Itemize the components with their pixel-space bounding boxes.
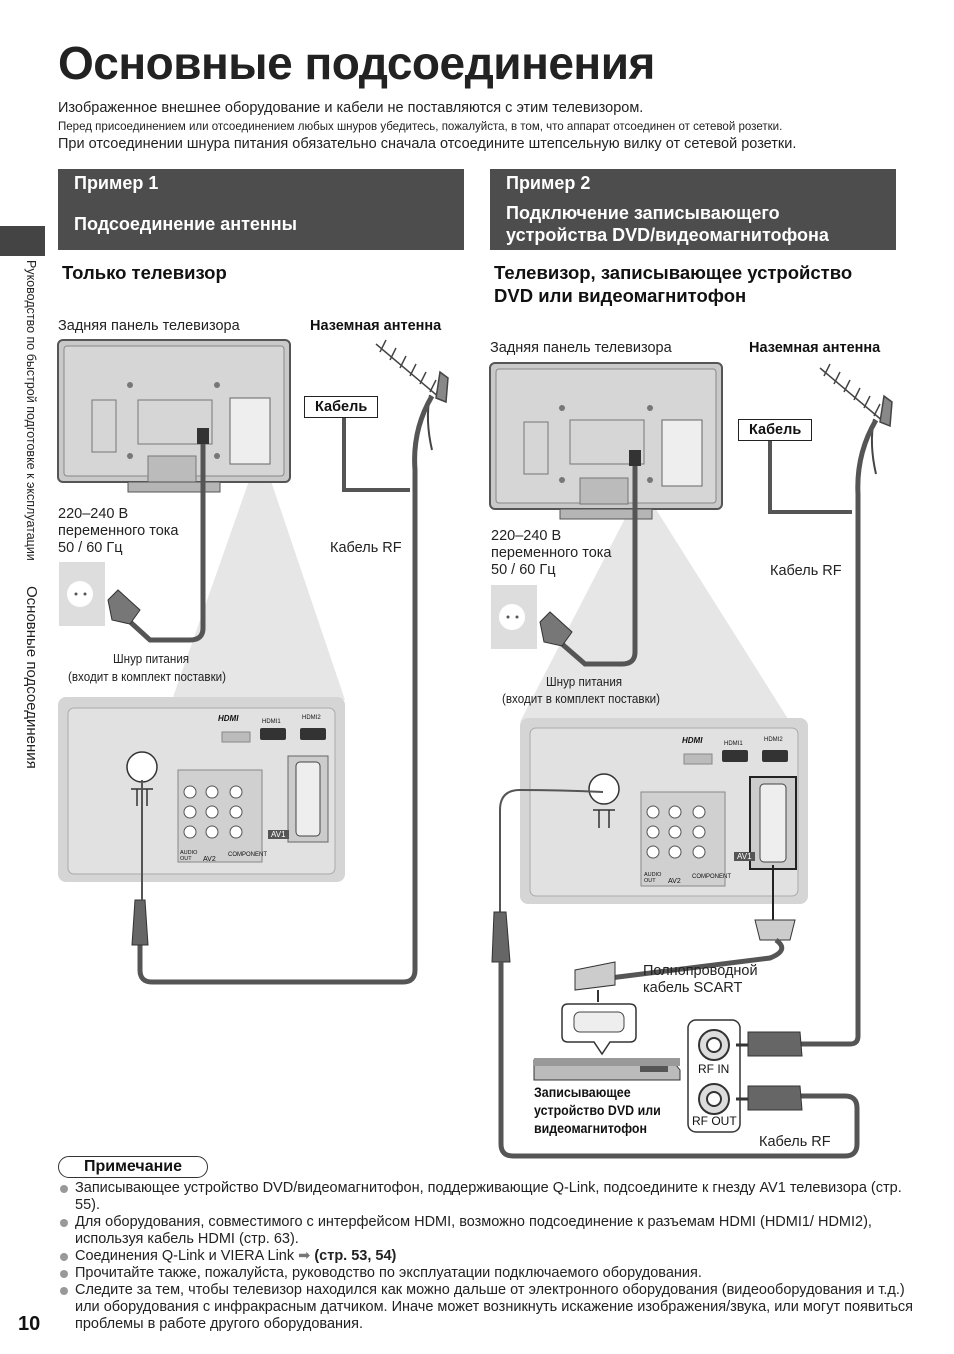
rf-cable-2-out	[498, 962, 860, 1159]
note-item-qlink: Соединения Q-Link и VIERA Link ➡ (стр. 5…	[60, 1248, 920, 1265]
example2-subheading-2: DVD или видеомагнитофон	[494, 285, 747, 306]
antenna-2	[819, 363, 893, 475]
scart-plug-top	[754, 919, 796, 941]
ex1-antenna-label: Наземная антенна	[310, 318, 442, 334]
qlink-page-ref: (стр. 53, 54)	[314, 1248, 397, 1264]
rf-out-plug	[747, 1085, 803, 1111]
ex1-voltage-3: 50 / 60 Гц	[58, 540, 123, 556]
ex1-av1-label: AV1	[268, 830, 289, 839]
terminal-panel-2	[520, 718, 808, 904]
power-plug-1	[107, 589, 141, 625]
example2-heading-1: Подключение записывающего	[506, 203, 780, 223]
recorder-label-2: устройство DVD или	[534, 1103, 661, 1118]
scart-label-2: кабель SCART	[643, 980, 743, 996]
example2-label: Пример 2	[506, 173, 591, 193]
ex2-voltage-2: переменного тока	[491, 545, 612, 561]
intro-text-2: Перед присоединением или отсоединением л…	[58, 119, 783, 133]
tv-rear-1	[57, 339, 291, 493]
ex1-power-cord-2: (входит в комплект поставки)	[68, 670, 227, 684]
ex1-hdmi-logo: HDMI	[218, 714, 239, 723]
scart-plug-bottom	[574, 961, 616, 991]
zoom-funnel-2	[520, 503, 790, 722]
ex1-rf-cable-label: Кабель RF	[330, 540, 402, 556]
side-text-guide: Руководство по быстрой подготовке к эксп…	[24, 260, 38, 561]
ex2-hdmi1-label: HDMI1	[724, 741, 743, 747]
side-text-section: Основные подсоединения	[23, 586, 40, 770]
side-navigation-text: Руководство по быстрой подготовке к эксп…	[10, 260, 40, 880]
tv-rear-2	[489, 362, 723, 520]
example1-label: Пример 1	[74, 173, 159, 193]
ex2-cable-label: Кабель	[738, 419, 813, 441]
example2-heading-2: устройства DVD/видеомагнитофона	[506, 225, 829, 245]
ex2-voltage-1: 220–240 В	[491, 528, 562, 544]
intro-text-3: При отсоединении шнура питания обязатель…	[58, 136, 797, 152]
ex1-av2-label: AV2	[203, 856, 216, 863]
rf-cable-2-in	[800, 418, 879, 1047]
example1-banner: Пример 1 Подсоединение антенны	[58, 169, 464, 250]
ex2-power-cord-2: (входит в комплект поставки)	[502, 692, 661, 706]
antenna-1	[375, 339, 449, 451]
ex2-av1-label: AV1	[734, 852, 755, 861]
ex1-cable-label: Кабель	[304, 396, 379, 418]
recorder-label-1: Записывающее	[534, 1085, 631, 1100]
note-list: Записывающее устройство DVD/видеомагнито…	[60, 1180, 920, 1333]
power-plug-2	[539, 611, 573, 647]
rf-out-label: RF OUT	[692, 1114, 737, 1128]
rf-plug-2	[491, 911, 511, 963]
ex2-hdmi2-label: HDMI2	[764, 737, 783, 743]
ex1-voltage-2: переменного тока	[58, 523, 179, 539]
ex1-audio-out-label: AUDIO OUT	[180, 850, 198, 862]
note-badge: Примечание	[58, 1156, 208, 1178]
ex2-audio-out-label: AUDIO OUT	[644, 872, 662, 884]
rf-in-label: RF IN	[698, 1062, 730, 1076]
rf-plug-1	[131, 899, 149, 946]
note-item: Прочитайте также, пожалуйста, руководств…	[60, 1265, 920, 1282]
page-title: Основные подсоединения	[58, 37, 655, 89]
scart-label-1: Полнопроводной	[643, 963, 758, 979]
rf-cable-1	[137, 394, 435, 985]
recorder-label-3: видеомагнитофон	[534, 1121, 648, 1136]
note-item: Записывающее устройство DVD/видеомагнито…	[60, 1180, 920, 1214]
ex1-component-label: COMPONENT	[228, 852, 267, 858]
ex1-hdmi2-label: HDMI2	[302, 715, 321, 721]
ex2-av2-label: AV2	[668, 878, 681, 885]
example1-heading: Подсоединение антенны	[74, 214, 298, 234]
side-tab-marker	[0, 226, 45, 256]
example2-subheading-1: Телевизор, записывающее устройство	[494, 262, 853, 283]
ex1-hdmi1-label: HDMI1	[262, 719, 281, 725]
page-number: 10	[18, 1313, 41, 1335]
ex2-power-cord-1: Шнур питания	[546, 675, 623, 689]
ex2-antenna-label: Наземная антенна	[749, 340, 881, 356]
ex2-rf-cable-bottom-label: Кабель RF	[759, 1134, 831, 1150]
ex2-rf-cable-label: Кабель RF	[770, 563, 842, 579]
ex1-voltage-1: 220–240 В	[58, 506, 129, 522]
qlink-text: Соединения Q-Link и VIERA Link	[75, 1248, 295, 1264]
intro-text-1: Изображенное внешнее оборудование и кабе…	[58, 100, 644, 116]
ex2-hdmi-logo: HDMI	[682, 736, 703, 745]
note-item: Для оборудования, совместимого с интерфе…	[60, 1214, 920, 1248]
ex1-rear-panel-label: Задняя панель телевизора	[58, 318, 240, 334]
ex2-voltage-3: 50 / 60 Гц	[491, 562, 556, 578]
ex2-component-label: COMPONENT	[692, 874, 731, 880]
note-item: Следите за тем, чтобы телевизор находилс…	[60, 1282, 920, 1333]
ex2-rear-panel-label: Задняя панель телевизора	[490, 340, 672, 356]
example2-banner: Пример 2 Подключение записывающего устро…	[490, 169, 896, 250]
arrow-right-icon: ➡	[298, 1248, 311, 1264]
example1-subheading: Только телевизор	[62, 262, 227, 283]
zoom-funnel-1	[172, 478, 345, 700]
rf-in-plug	[747, 1031, 803, 1057]
ex1-power-cord-1: Шнур питания	[113, 652, 190, 666]
